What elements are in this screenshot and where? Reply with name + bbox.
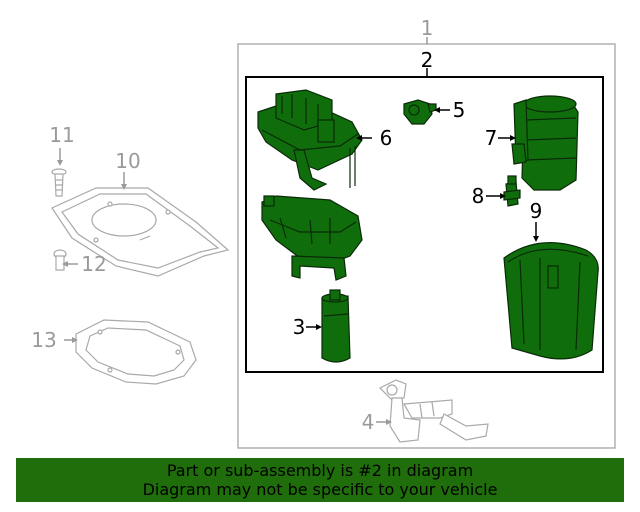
notice-banner: Part or sub-assembly is #2 in diagram Di… — [16, 458, 624, 502]
part-2-pump-housing[interactable] — [261, 195, 363, 281]
callout-5: 5 — [453, 98, 466, 122]
callout-10: 10 — [115, 149, 140, 173]
callout-11: 11 — [49, 123, 74, 147]
part-9-reservoir[interactable] — [503, 242, 599, 360]
callout-4: 4 — [362, 410, 375, 434]
part-6-module-cover[interactable] — [257, 89, 363, 191]
part-8-check-valve[interactable] — [503, 175, 521, 207]
part-12-clip[interactable] — [53, 249, 67, 271]
banner-line-1: Part or sub-assembly is #2 in diagram — [166, 461, 474, 480]
part-13-gasket[interactable] — [75, 319, 197, 385]
callout-13: 13 — [31, 328, 56, 352]
part-5-valve[interactable] — [403, 99, 437, 125]
banner-line-2: Diagram may not be specific to your vehi… — [142, 480, 498, 499]
callout-1: 1 — [421, 16, 434, 40]
callout-6: 6 — [380, 126, 393, 150]
assembly-2-box — [245, 76, 604, 373]
part-3-fuel-pump[interactable] — [321, 289, 351, 363]
callout-3: 3 — [293, 315, 306, 339]
part-11-screw[interactable] — [51, 168, 67, 197]
callout-7: 7 — [485, 126, 498, 150]
part-7-fuel-filter[interactable] — [511, 95, 579, 191]
part-10-cover-plate[interactable] — [51, 187, 230, 277]
parts-diagram: 1 2 3 4 5 6 7 8 9 10 11 12 13 — [31, 16, 616, 449]
callout-12: 12 — [81, 252, 106, 276]
callout-2: 2 — [421, 48, 434, 72]
part-4-level-sender[interactable] — [378, 379, 489, 443]
callout-8: 8 — [472, 184, 485, 208]
callout-9: 9 — [530, 199, 543, 223]
